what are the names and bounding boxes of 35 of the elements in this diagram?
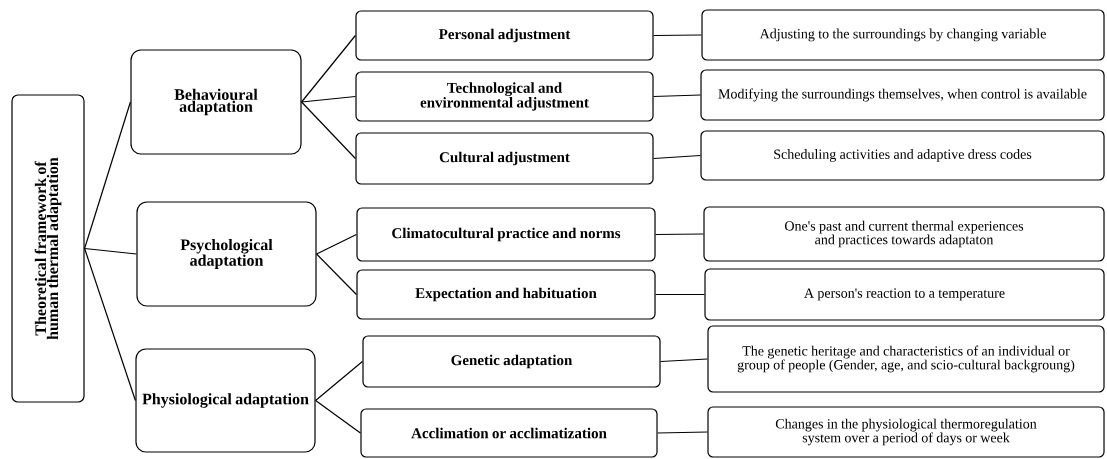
connector-line	[653, 154, 701, 160]
connector-line	[655, 233, 704, 236]
description-box: Adjusting to the surroundings by changing variable	[701, 9, 1105, 61]
connector-line	[301, 101, 356, 160]
subcategory-box: Expectation and habituation	[356, 269, 656, 320]
connector-line	[84, 101, 131, 250]
connector-line	[316, 233, 357, 255]
category-box: Behavioural adaptation	[130, 49, 302, 155]
connector-line	[301, 95, 356, 103]
connector-line	[660, 358, 708, 363]
subcategory-box: Technological and environmental adjustment	[355, 71, 654, 122]
connector-line	[653, 94, 701, 98]
subcategory-box: Personal adjustment	[355, 10, 654, 61]
subcategory-box: Acclimation or acclimatization	[360, 408, 658, 458]
connector-line	[655, 293, 705, 296]
title-box: Theoretical framework of human thermal adaptation	[11, 94, 85, 403]
subcategory-box: Climatocultural practice and norms	[356, 207, 656, 262]
subcategory-box: Genetic adaptation	[362, 335, 661, 388]
connector-line	[84, 247, 136, 402]
connector-line	[315, 399, 361, 434]
connector-line	[657, 431, 708, 434]
description-box: Scheduling activities and adaptive dress codes	[700, 130, 1105, 181]
description-box: One's past and current thermal experiences and practices towards adaptaton	[703, 206, 1105, 262]
subcategory-box: Cultural adjustment	[355, 132, 654, 185]
description-box: The genetic heritage and characteristics of an individual or group of people (Gender, age, and scio-cultural backgroung)	[707, 325, 1105, 393]
connector-line	[653, 34, 702, 37]
connector-line	[315, 360, 363, 402]
description-box: Changes in the physiological thermoregulation system over a period of days or week	[707, 406, 1105, 458]
description-box: Modifying the surroundings themselves, when control is available	[700, 69, 1105, 121]
connector-line	[84, 247, 137, 255]
category-box: Physiological adaptation	[135, 348, 316, 453]
connector-line	[301, 34, 356, 103]
category-box: Psychological adaptation	[136, 201, 317, 307]
connector-line	[316, 253, 357, 296]
description-box: A person's reaction to a temperature	[704, 268, 1105, 321]
